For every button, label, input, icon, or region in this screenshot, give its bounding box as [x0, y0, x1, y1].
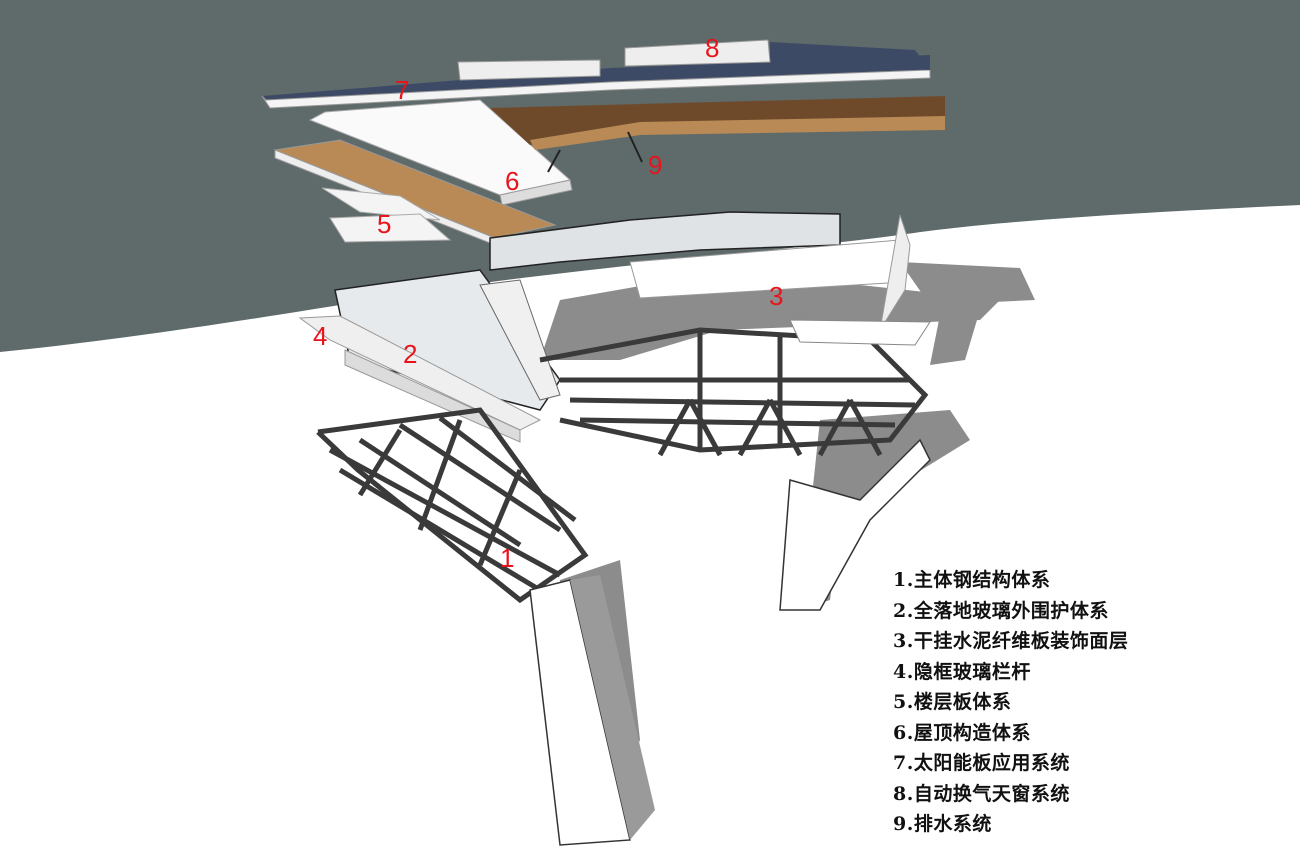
roof-solar-layer — [261, 39, 931, 109]
glass-envelope-layer — [298, 211, 906, 443]
callout-5: 5 — [377, 209, 392, 239]
callout-4: 4 — [313, 321, 328, 351]
callout-3: 3 — [769, 281, 784, 311]
legend-text: 楼层板体系 — [913, 691, 1012, 713]
legend-text: 主体钢结构体系 — [913, 569, 1051, 591]
legend-item: 8.自动换气天窗系统 — [893, 779, 1128, 810]
legend: 1.主体钢结构体系 2.全落地玻璃外围护体系 3.干挂水泥纤维板装饰面层 4.隐… — [893, 565, 1128, 840]
steel-structure-layer — [316, 327, 929, 604]
callout-2: 2 — [403, 339, 418, 369]
support-walls — [529, 214, 931, 846]
roof-structure-layer — [308, 96, 945, 206]
legend-number: 4. — [893, 660, 914, 683]
legend-item: 5.楼层板体系 — [893, 687, 1128, 718]
legend-item: 1.主体钢结构体系 — [893, 565, 1128, 596]
legend-text: 全落地玻璃外围护体系 — [913, 599, 1109, 622]
callout-8: 8 — [705, 33, 720, 63]
legend-item: 9.排水系统 — [893, 809, 1128, 840]
legend-number: 9. — [893, 813, 914, 835]
legend-text: 干挂水泥纤维板装饰面层 — [913, 630, 1129, 652]
legend-item: 7.太阳能板应用系统 — [893, 748, 1128, 779]
legend-number: 7. — [893, 752, 914, 774]
legend-number: 8. — [893, 782, 914, 805]
callout-6: 6 — [505, 166, 520, 196]
legend-number: 5. — [893, 691, 914, 713]
legend-item: 3.干挂水泥纤维板装饰面层 — [893, 626, 1128, 657]
callout-9: 9 — [648, 150, 663, 180]
sky-background — [0, 0, 1300, 352]
legend-text: 自动换气天窗系统 — [913, 782, 1070, 805]
callout-7: 7 — [395, 75, 410, 105]
legend-number: 6. — [893, 721, 914, 744]
legend-number: 3. — [893, 630, 914, 652]
callout-1: 1 — [500, 543, 515, 573]
legend-number: 2. — [893, 599, 914, 622]
legend-item: 6.屋顶构造体系 — [893, 718, 1128, 749]
legend-item: 2.全落地玻璃外围护体系 — [893, 596, 1128, 627]
legend-item: 4.隐框玻璃栏杆 — [893, 657, 1128, 688]
legend-text: 太阳能板应用系统 — [913, 752, 1070, 774]
legend-text: 屋顶构造体系 — [913, 721, 1031, 744]
legend-number: 1. — [893, 569, 914, 591]
legend-text: 隐框玻璃栏杆 — [913, 660, 1031, 683]
legend-text: 排水系统 — [913, 813, 992, 835]
